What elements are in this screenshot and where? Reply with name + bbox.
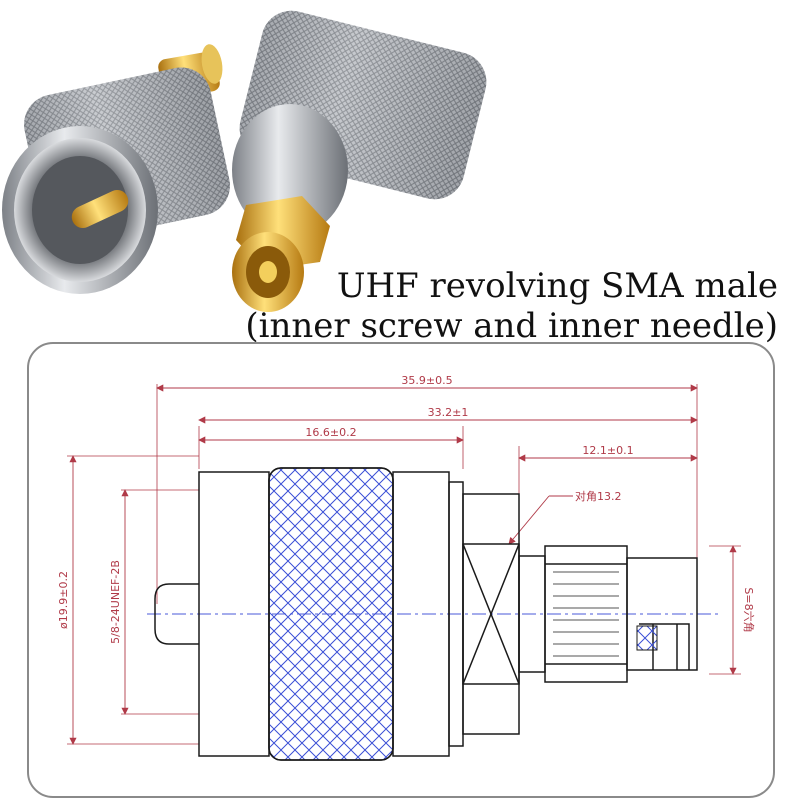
dimension-drawing: 35.9±0.5 33.2±1 16.6±0.2 12.1±0.1 对角13.2…	[27, 342, 775, 798]
connector-photo	[2, 10, 487, 312]
dim-diameter: ø19.9±0.2	[57, 571, 70, 629]
dim-sma-hex: S=8六角	[742, 587, 755, 632]
dim-thread: 5/8-24UNEF-2B	[109, 560, 122, 644]
dim-body-length: 33.2±1	[428, 406, 469, 419]
dim-sma-length: 12.1±0.1	[582, 444, 633, 457]
dim-uhf-length: 16.6±0.2	[305, 426, 356, 439]
caption-line-1: UHF revolving SMA male	[336, 266, 778, 306]
dim-total-length: 35.9±0.5	[401, 374, 452, 387]
connector-outline	[154, 467, 698, 761]
dim-hex-note: 对角13.2	[575, 489, 622, 503]
caption-line-2: (inner screw and inner needle)	[245, 306, 778, 346]
